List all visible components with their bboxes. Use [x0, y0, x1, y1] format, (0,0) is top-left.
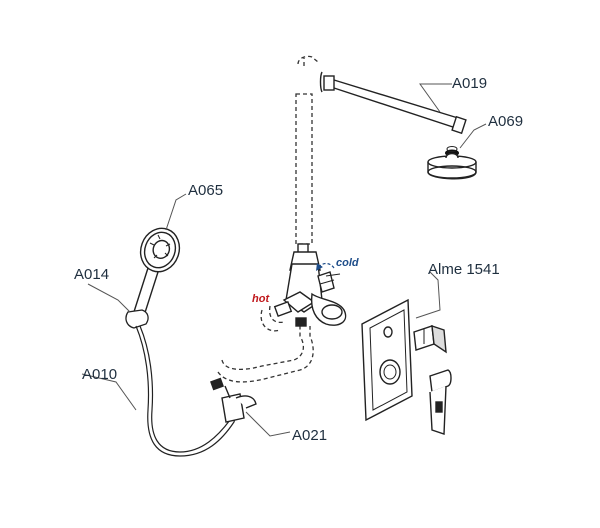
- leader-lines: [81, 83, 487, 437]
- wall-elbow: [210, 377, 257, 423]
- hot-inlet-label: hot: [252, 293, 270, 305]
- cartridge-handle: [413, 324, 447, 354]
- label-a065: A065: [188, 182, 224, 199]
- label-a021: A021: [292, 427, 328, 444]
- cold-inlet-label: cold: [336, 257, 359, 269]
- cover-plate: [361, 298, 413, 422]
- cold-inlet-arrow: [316, 262, 335, 271]
- label-a010: A010: [82, 366, 118, 383]
- label-alme-1541: Alme 1541: [428, 261, 500, 278]
- hand-shower: [131, 227, 181, 323]
- mounting-bracket: [429, 369, 452, 435]
- label-a069: A069: [488, 113, 524, 130]
- label-a014: A014: [74, 266, 110, 283]
- connection-pipe: [217, 305, 314, 383]
- label-a019: A019: [452, 75, 488, 92]
- riser-pipe: [295, 55, 319, 245]
- shower-arm: [319, 71, 467, 135]
- flexible-hose: [135, 325, 241, 457]
- mixer-body: [273, 243, 347, 327]
- wall-holder: [125, 309, 149, 329]
- overhead-shower-head: [427, 152, 477, 180]
